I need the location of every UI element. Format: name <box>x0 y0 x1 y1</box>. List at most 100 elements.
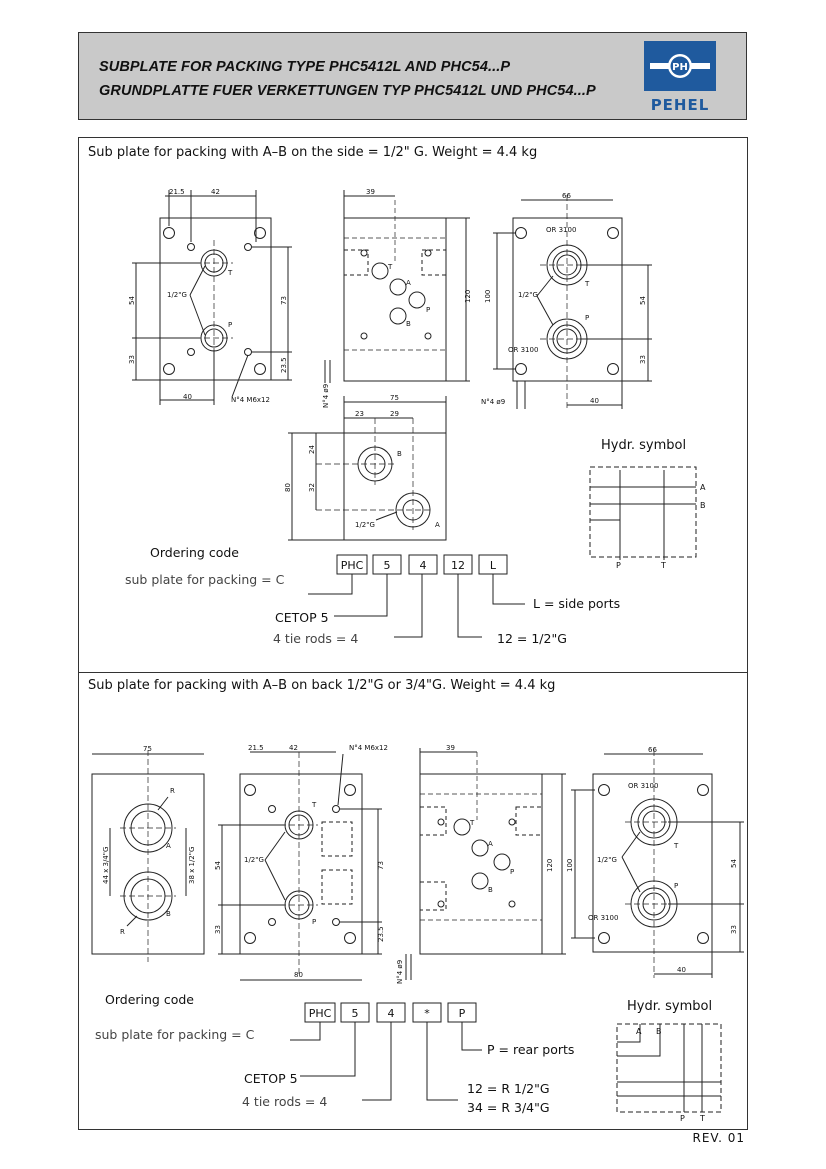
svg-text:42: 42 <box>289 744 298 752</box>
svg-text:T: T <box>469 819 475 827</box>
svg-text:B: B <box>700 501 706 510</box>
svg-text:N°4 M6x12: N°4 M6x12 <box>231 396 270 404</box>
section1-title: Sub plate for packing with A–B on the si… <box>88 145 538 160</box>
svg-text:P: P <box>616 561 621 570</box>
s2-hydr-box <box>616 1023 722 1113</box>
svg-text:A: A <box>435 521 440 529</box>
svg-text:B: B <box>166 910 171 918</box>
header-title-de: GRUNDPLATTE FUER VERKETTUNGEN TYP PHC541… <box>99 83 596 99</box>
svg-text:73: 73 <box>280 296 288 305</box>
s2-size-34: 34 = R 3/4"G <box>467 1100 550 1115</box>
s2-size-12: 12 = R 1/2"G <box>467 1081 550 1096</box>
svg-text:38 x 1/2"G: 38 x 1/2"G <box>188 847 196 884</box>
svg-text:40: 40 <box>183 393 192 401</box>
svg-text:4: 4 <box>420 559 427 572</box>
svg-text:OR 3100: OR 3100 <box>628 782 658 790</box>
svg-text:*: * <box>424 1007 430 1020</box>
svg-text:100: 100 <box>566 859 574 872</box>
s1-plate-front-view <box>512 217 623 382</box>
svg-text:P: P <box>228 321 232 329</box>
svg-text:PHC: PHC <box>309 1007 332 1020</box>
logo-badge: PH <box>672 62 688 73</box>
svg-text:A: A <box>700 483 706 492</box>
s2-plate-front-view <box>592 773 713 953</box>
svg-text:120: 120 <box>546 859 554 872</box>
svg-text:32: 32 <box>308 483 316 492</box>
svg-text:B: B <box>656 1027 662 1036</box>
section2-title: Sub plate for packing with A–B on back 1… <box>88 678 556 693</box>
svg-text:R: R <box>170 787 175 795</box>
s1-size: 12 = 1/2"G <box>497 631 567 646</box>
svg-text:54: 54 <box>639 296 647 305</box>
svg-text:1/2"G: 1/2"G <box>518 291 538 299</box>
svg-text:40: 40 <box>590 397 599 405</box>
section2-drawings: 75 R R 44 x 3/4"G 38 x 1/2"G A B 21.5 42… <box>91 744 744 1123</box>
svg-text:66: 66 <box>648 746 657 754</box>
s1-plate-port-view <box>343 432 447 541</box>
s1-hydr-title: Hydr. symbol <box>601 438 687 453</box>
svg-text:L: L <box>490 559 497 572</box>
s2-hydr-title: Hydr. symbol <box>627 999 713 1014</box>
svg-text:33: 33 <box>214 925 222 934</box>
svg-text:A: A <box>406 279 411 287</box>
svg-text:P: P <box>426 306 430 314</box>
svg-text:P: P <box>585 314 589 322</box>
svg-text:23.5: 23.5 <box>280 357 288 373</box>
svg-text:T: T <box>227 269 233 277</box>
svg-text:1/2"G: 1/2"G <box>244 856 264 864</box>
svg-text:R: R <box>120 928 125 936</box>
s2-rear-ports: P = rear ports <box>487 1042 575 1057</box>
s2-plate-side-view <box>419 773 543 955</box>
svg-text:N°4 M6x12: N°4 M6x12 <box>349 744 388 752</box>
s1-cetop: CETOP 5 <box>275 610 329 625</box>
svg-text:1/2"G: 1/2"G <box>167 291 187 299</box>
svg-text:73: 73 <box>377 861 385 870</box>
svg-text:4: 4 <box>388 1007 395 1020</box>
svg-text:54: 54 <box>214 861 222 870</box>
section1-drawings: 21.5 42 54 33 73 23.5 40 N°4 M6x12 1/2"G… <box>128 188 706 638</box>
svg-text:40: 40 <box>677 966 686 974</box>
svg-text:24: 24 <box>308 445 316 454</box>
logo-text: PEHEL <box>651 96 710 114</box>
svg-text:T: T <box>311 801 317 809</box>
svg-text:A: A <box>636 1027 642 1036</box>
svg-text:N°4 ø9: N°4 ø9 <box>481 398 505 406</box>
svg-text:A: A <box>166 842 171 850</box>
svg-text:75: 75 <box>143 745 152 753</box>
s1-side-ports: L = side ports <box>533 596 621 611</box>
svg-text:5: 5 <box>384 559 391 572</box>
s1-ordering-title: Ordering code <box>150 545 239 560</box>
svg-text:N°4 ø9: N°4 ø9 <box>396 960 404 984</box>
svg-text:PHC: PHC <box>341 559 364 572</box>
drawing-frame <box>78 137 748 1130</box>
svg-text:T: T <box>699 1114 705 1123</box>
document-header: SUBPLATE FOR PACKING TYPE PHC5412L AND P… <box>78 32 747 120</box>
svg-text:23: 23 <box>355 410 364 418</box>
svg-text:1/2"G: 1/2"G <box>597 856 617 864</box>
s2-cetop: CETOP 5 <box>244 1071 298 1086</box>
s2-tie-rods: 4 tie rods = 4 <box>242 1094 328 1109</box>
svg-text:1/2"G: 1/2"G <box>355 521 375 529</box>
svg-text:P: P <box>312 918 316 926</box>
svg-text:P: P <box>510 868 514 876</box>
s2-ordering-title: Ordering code <box>105 992 194 1007</box>
svg-text:120: 120 <box>464 290 472 303</box>
svg-text:66: 66 <box>562 192 571 200</box>
svg-text:80: 80 <box>294 971 303 979</box>
s1-plate-top-view <box>159 217 272 381</box>
svg-text:T: T <box>387 263 393 271</box>
svg-text:21.5: 21.5 <box>248 744 264 752</box>
s2-ordering-row: sub plate for packing = C <box>95 1027 255 1042</box>
svg-text:T: T <box>660 561 666 570</box>
svg-text:33: 33 <box>128 355 136 364</box>
svg-text:OR 3100: OR 3100 <box>588 914 618 922</box>
svg-text:P: P <box>680 1114 685 1123</box>
svg-text:33: 33 <box>730 925 738 934</box>
s2-plate-top-view <box>239 773 363 955</box>
svg-text:OR 3100: OR 3100 <box>508 346 538 354</box>
svg-text:12: 12 <box>451 559 465 572</box>
svg-text:44 x 3/4"G: 44 x 3/4"G <box>102 847 110 884</box>
svg-text:P: P <box>674 882 678 890</box>
svg-text:A: A <box>488 840 493 848</box>
s1-ordering-row: sub plate for packing = C <box>125 572 285 587</box>
